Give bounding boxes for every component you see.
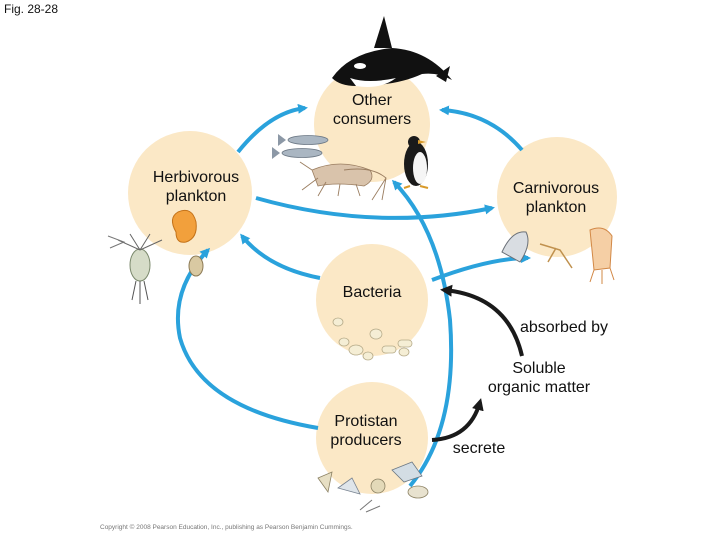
shrimp-illustration xyxy=(299,161,387,201)
bacteria-label: Bacteria xyxy=(322,283,422,302)
carnivorous-plankton-circle xyxy=(497,137,617,257)
soluble-organic-matter-line1: Soluble xyxy=(512,360,566,377)
absorbed-by-label: absorbed by xyxy=(519,319,609,336)
protistan-producers-circle xyxy=(316,382,428,494)
arrow-herbivorous-to-other-consumers xyxy=(236,103,308,154)
other-consumers-circle xyxy=(314,66,430,182)
carnivorous-plankton-organisms xyxy=(501,227,615,284)
protistan-producers-illustration xyxy=(317,461,429,513)
herbivorous-plankton-line1: Herbivorous xyxy=(152,169,240,186)
arrow-protistan-to-other-consumers xyxy=(391,179,454,488)
soluble-organic-matter-line2: organic matter xyxy=(487,379,591,396)
herbivorous-plankton-line2: plankton xyxy=(165,188,227,205)
arrow-carnivorous-to-other-consumers xyxy=(439,105,524,152)
protistan-producers-label: Protistan producers xyxy=(312,412,420,450)
other-consumers-label: Other consumers xyxy=(312,91,432,129)
fish-illustration xyxy=(272,134,329,159)
copyright-notice: Copyright © 2008 Pearson Education, Inc.… xyxy=(100,524,353,531)
secrete-label: secrete xyxy=(452,440,506,457)
herbivorous-plankton-label: Herbivorous plankton xyxy=(130,168,262,206)
bacteria-circle xyxy=(316,244,428,356)
protistan-producers-line1: Protistan xyxy=(334,413,398,430)
herbivorous-plankton-organisms xyxy=(107,209,204,304)
arrow-protistan-to-herbivorous xyxy=(175,247,319,430)
figure-label: Fig. 28-28 xyxy=(4,2,59,16)
arrow-bacteria-to-herbivorous xyxy=(240,233,321,280)
bacteria-line1: Bacteria xyxy=(342,284,402,301)
bacteria-illustration xyxy=(332,317,413,361)
orca-illustration xyxy=(332,16,452,87)
arrow-bacteria-to-carnivorous xyxy=(431,253,531,282)
soluble-organic-matter-label: Soluble organic matter xyxy=(462,359,616,397)
arrow-soluble-organic-matter-to-bacteria xyxy=(440,284,524,357)
herbivorous-plankton-circle xyxy=(128,131,252,255)
protistan-producers-line2: producers xyxy=(330,432,402,449)
other-consumers-line1: Other xyxy=(351,92,392,109)
arrow-protistan-secrete-to-soluble-organic-matter xyxy=(431,398,484,442)
other-consumers-line2: consumers xyxy=(332,111,412,128)
carnivorous-plankton-line1: Carnivorous xyxy=(512,180,600,197)
carnivorous-plankton-label: Carnivorous plankton xyxy=(494,179,618,217)
arrow-herbivorous-to-carnivorous xyxy=(255,196,495,220)
penguin-illustration xyxy=(403,136,429,189)
carnivorous-plankton-line2: plankton xyxy=(525,199,587,216)
